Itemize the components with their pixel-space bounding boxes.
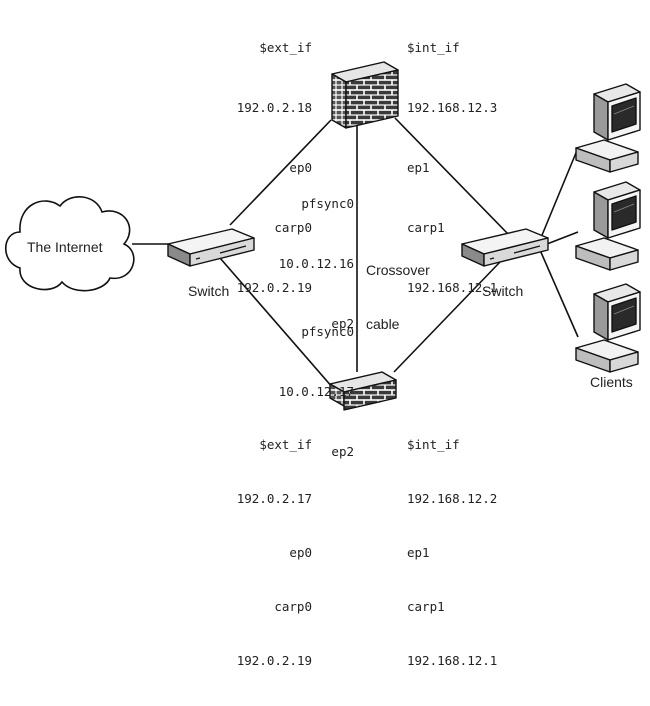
top-int-if-dev: ep1 (407, 160, 430, 175)
top-ext-carp-dev: carp0 (274, 220, 312, 235)
top-pfsync-block: pfsync0 10.0.12.16 ep2 (279, 154, 354, 374)
bottom-int-if-ip: 192.168.12.2 (407, 491, 498, 506)
clients-label: Clients (590, 374, 633, 390)
bottom-int-carp-ip: 192.168.12.1 (407, 653, 498, 668)
top-int-if-ip: 192.168.12.3 (407, 100, 498, 115)
left-switch-icon (167, 228, 255, 267)
bottom-pfsync-name: pfsync0 (301, 324, 354, 339)
bottom-pfsync-block: pfsync0 10.0.12.17 ep2 (279, 282, 354, 502)
client-computer-icon (575, 83, 641, 173)
top-pfsync-name: pfsync0 (301, 196, 354, 211)
top-int-if-name: $int_if (407, 40, 460, 55)
bottom-firewall-icon (329, 371, 397, 411)
top-ext-if-block: $ext_if 192.0.2.18 ep0 carp0 192.0.2.19 (237, 0, 312, 338)
top-ext-if-name: $ext_if (259, 40, 312, 55)
diagram-canvas (5, 61, 641, 411)
top-pfsync-ip: 10.0.12.16 (278, 256, 354, 271)
bottom-ext-if-dev: ep0 (289, 545, 312, 560)
top-ext-if-ip: 192.0.2.18 (236, 100, 312, 115)
top-firewall-icon (331, 61, 399, 129)
bottom-ext-carp-ip: 192.0.2.19 (236, 653, 312, 668)
right-switch-label: Switch (482, 283, 524, 299)
top-pfsync-dev: ep2 (331, 316, 354, 331)
bottom-pfsync-ip: 10.0.12.17 (278, 384, 354, 399)
link-fwtop-rightswitch (394, 117, 511, 237)
connections (132, 117, 579, 389)
link-fwbottom-rightswitch (393, 261, 501, 373)
top-int-if-block: $int_if 192.168.12.3 ep1 carp1 192.168.1… (407, 0, 497, 338)
link-switch-client2 (546, 231, 579, 245)
top-ext-if-dev: ep0 (289, 160, 312, 175)
bottom-int-if-block: $int_if 192.168.12.2 ep1 carp1 192.168.1… (407, 400, 497, 706)
left-switch-label: Switch (188, 283, 230, 299)
top-ext-carp-ip: 192.0.2.19 (236, 280, 312, 295)
bottom-pfsync-dev: ep2 (331, 444, 354, 459)
link-switch-client1 (539, 147, 579, 241)
internet-label: The Internet (27, 239, 103, 255)
link-switch-fwbottom (219, 257, 334, 389)
crossover-label: Crossover cable (366, 225, 430, 369)
internet-cloud-icon (5, 196, 135, 292)
bottom-int-if-name: $int_if (407, 437, 460, 452)
link-switch-client3 (539, 249, 579, 338)
client-computer-icon (575, 181, 641, 271)
client-computer-icon (575, 283, 641, 373)
bottom-ext-carp-dev: carp0 (274, 599, 312, 614)
right-switch-icon (461, 228, 549, 267)
bottom-ext-if-block: $ext_if 192.0.2.17 ep0 carp0 192.0.2.19 (237, 400, 312, 706)
bottom-ext-if-name: $ext_if (259, 437, 312, 452)
crossover-line-1: Crossover (366, 262, 430, 278)
top-int-carp-dev: carp1 (407, 220, 445, 235)
network-diagram: The Internet Switch Switch Clients Cross… (5, 0, 641, 668)
crossover-line-2: cable (366, 316, 400, 332)
bottom-int-if-dev: ep1 (407, 545, 430, 560)
link-switch-fwtop (229, 119, 332, 226)
top-int-carp-ip: 192.168.12.1 (407, 280, 498, 295)
bottom-int-carp-dev: carp1 (407, 599, 445, 614)
bottom-ext-if-ip: 192.0.2.17 (236, 491, 312, 506)
